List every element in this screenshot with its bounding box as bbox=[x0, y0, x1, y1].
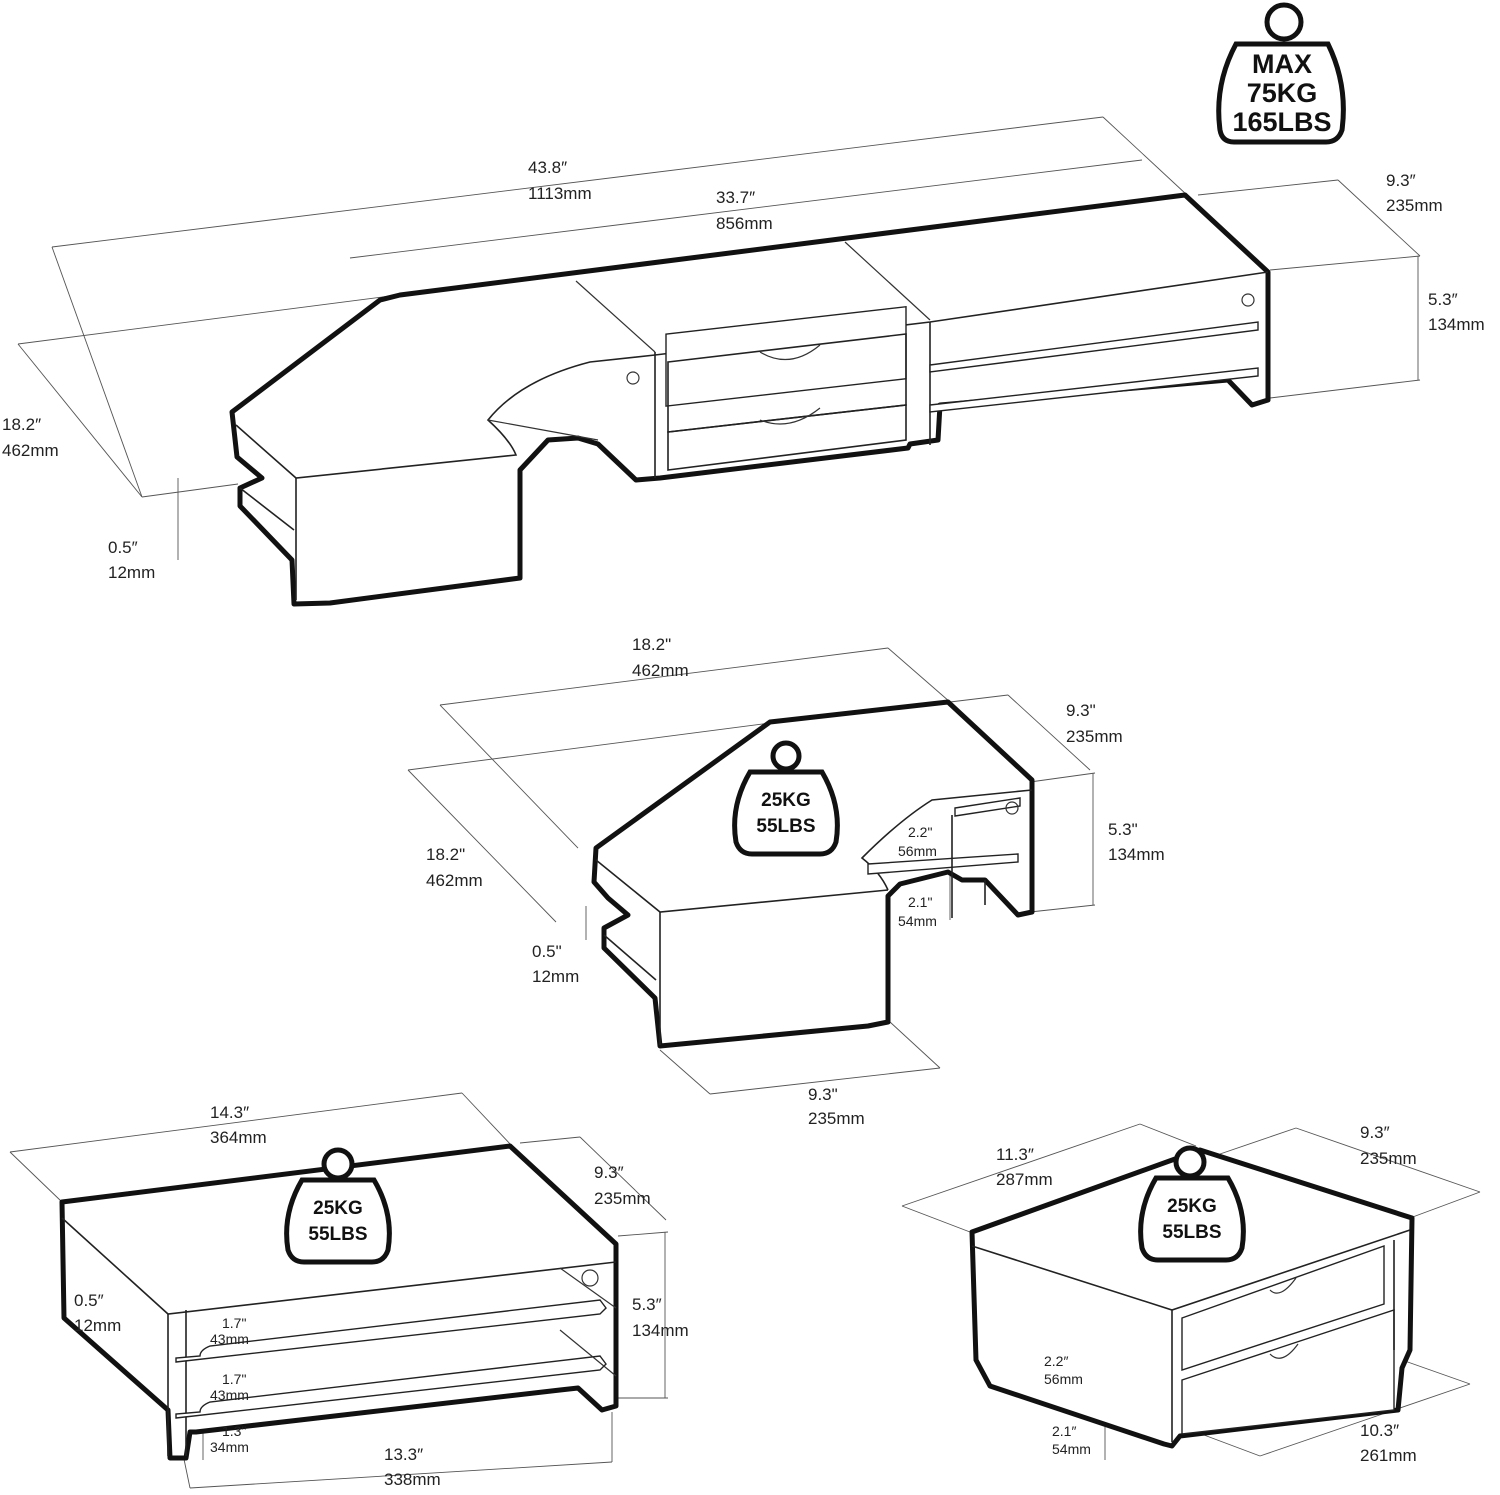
drawer-front-width-mm: 261mm bbox=[1360, 1446, 1417, 1465]
shelf-gap3-mm: 34mm bbox=[210, 1439, 249, 1455]
drawer-width-mm: 287mm bbox=[996, 1170, 1053, 1189]
corner-front-width-in: 9.3" bbox=[808, 1085, 838, 1104]
drawer-upper-mm: 56mm bbox=[1044, 1371, 1083, 1387]
corner-badge-line2: 55LBS bbox=[756, 816, 815, 837]
max-badge-line1: MAX bbox=[1252, 49, 1312, 79]
shelf-badge-line1: 25KG bbox=[313, 1198, 363, 1219]
max-badge-line3: 165LBS bbox=[1232, 107, 1331, 137]
corner-front-width-mm: 235mm bbox=[808, 1109, 865, 1128]
shelf-height-mm: 134mm bbox=[632, 1321, 689, 1340]
corner-thickness-in: 0.5" bbox=[532, 942, 562, 961]
shelf-weight-badge: 25KG 55LBS bbox=[284, 1147, 392, 1265]
shelf-length-mm: 856mm bbox=[716, 214, 773, 233]
drawer-lower-mm: 54mm bbox=[1052, 1441, 1091, 1457]
drawer-upper-in: 2.2″ bbox=[1044, 1353, 1068, 1369]
height-in: 5.3″ bbox=[1428, 290, 1458, 309]
corner-arm-depth-in: 9.3" bbox=[1066, 701, 1096, 720]
shelf-inner-width-in: 13.3″ bbox=[384, 1445, 423, 1464]
corner-depth-in: 18.2" bbox=[426, 845, 465, 864]
corner-shelf-lower-mm: 54mm bbox=[898, 913, 937, 929]
shelf-gap2-in: 1.7" bbox=[222, 1371, 246, 1387]
shelf-inner-width-mm: 338mm bbox=[384, 1470, 441, 1489]
max-badge-line2: 75KG bbox=[1247, 78, 1318, 108]
max-weight-badge: MAX 75KG 165LBS bbox=[1216, 2, 1346, 145]
shelf-thickness-in: 0.5″ bbox=[74, 1291, 104, 1310]
shelf-unit: 25KG 55LBS bbox=[9, 1092, 669, 1489]
corner-depth-mm: 462mm bbox=[426, 871, 483, 890]
top-thickness-in: 0.5″ bbox=[108, 538, 138, 557]
shelf-length-in: 33.7″ bbox=[716, 188, 755, 207]
corner-thickness-mm: 12mm bbox=[532, 967, 579, 986]
drawer-badge-line1: 25KG bbox=[1167, 1196, 1217, 1217]
drawer-unit: 25KG 55LBS bbox=[901, 1123, 1481, 1460]
corner-weight-badge: 25KG 55LBS bbox=[732, 740, 840, 857]
shelf-gap1-mm: 43mm bbox=[210, 1331, 249, 1347]
drawer-lower-in: 2.1″ bbox=[1052, 1423, 1076, 1439]
total-length-mm: 1113mm bbox=[528, 184, 592, 203]
right-depth-mm: 235mm bbox=[1386, 196, 1443, 215]
corner-shelf-lower-in: 2.1" bbox=[908, 894, 932, 910]
drawer-front-width-in: 10.3″ bbox=[1360, 1421, 1399, 1440]
shelf-depth-in: 9.3″ bbox=[594, 1163, 624, 1182]
corner-width-in: 18.2" bbox=[632, 635, 671, 654]
corner-unit: 25KG 55LBS bbox=[407, 647, 1096, 1095]
drawer-weight-badge: 25KG 55LBS bbox=[1138, 1145, 1246, 1263]
drawer-unit-labels: 11.3″ 287mm 9.3″ 235mm 2.2″ 56mm 2.1″ 54… bbox=[996, 1123, 1417, 1465]
drawer-width-in: 11.3″ bbox=[996, 1145, 1034, 1164]
drawer-depth-mm: 235mm bbox=[1360, 1149, 1417, 1168]
corner-shelf-upper-mm: 56mm bbox=[898, 843, 937, 859]
corner-unit-labels: 18.2" 462mm 9.3" 235mm 5.3" 134mm 18.2" … bbox=[426, 635, 1165, 1128]
drawer-badge-line2: 55LBS bbox=[1162, 1222, 1221, 1243]
full-assembly bbox=[17, 116, 1421, 607]
shelf-gap3-in: 1.3" bbox=[222, 1423, 246, 1439]
drawer-depth-in: 9.3″ bbox=[1360, 1123, 1390, 1142]
full-assembly-labels: 43.8″ 1113mm 33.7″ 856mm 9.3″ 235mm 5.3″… bbox=[2, 158, 1485, 582]
shelf-gap1-in: 1.7" bbox=[222, 1315, 246, 1331]
height-mm: 134mm bbox=[1428, 315, 1485, 334]
shelf-width-mm: 364mm bbox=[210, 1128, 267, 1147]
top-thickness-mm: 12mm bbox=[108, 563, 155, 582]
total-length-in: 43.8″ bbox=[528, 158, 567, 177]
corner-height-mm: 134mm bbox=[1108, 845, 1165, 864]
corner-width-mm: 462mm bbox=[632, 661, 689, 680]
shelf-width-in: 14.3″ bbox=[210, 1103, 249, 1122]
left-depth-in: 18.2″ bbox=[2, 415, 41, 434]
shelf-depth-mm: 235mm bbox=[594, 1189, 651, 1208]
corner-height-in: 5.3" bbox=[1108, 820, 1138, 839]
shelf-thickness-mm: 12mm bbox=[74, 1316, 121, 1335]
corner-shelf-upper-in: 2.2" bbox=[908, 824, 932, 840]
corner-arm-depth-mm: 235mm bbox=[1066, 727, 1123, 746]
shelf-badge-line2: 55LBS bbox=[308, 1224, 367, 1245]
corner-badge-line1: 25KG bbox=[761, 790, 811, 811]
shelf-unit-labels: 14.3″ 364mm 9.3″ 235mm 5.3″ 134mm 0.5″ 1… bbox=[74, 1103, 689, 1489]
shelf-gap2-mm: 43mm bbox=[210, 1387, 249, 1403]
right-depth-in: 9.3″ bbox=[1386, 171, 1416, 190]
shelf-height-in: 5.3″ bbox=[632, 1295, 662, 1314]
left-depth-mm: 462mm bbox=[2, 441, 59, 460]
